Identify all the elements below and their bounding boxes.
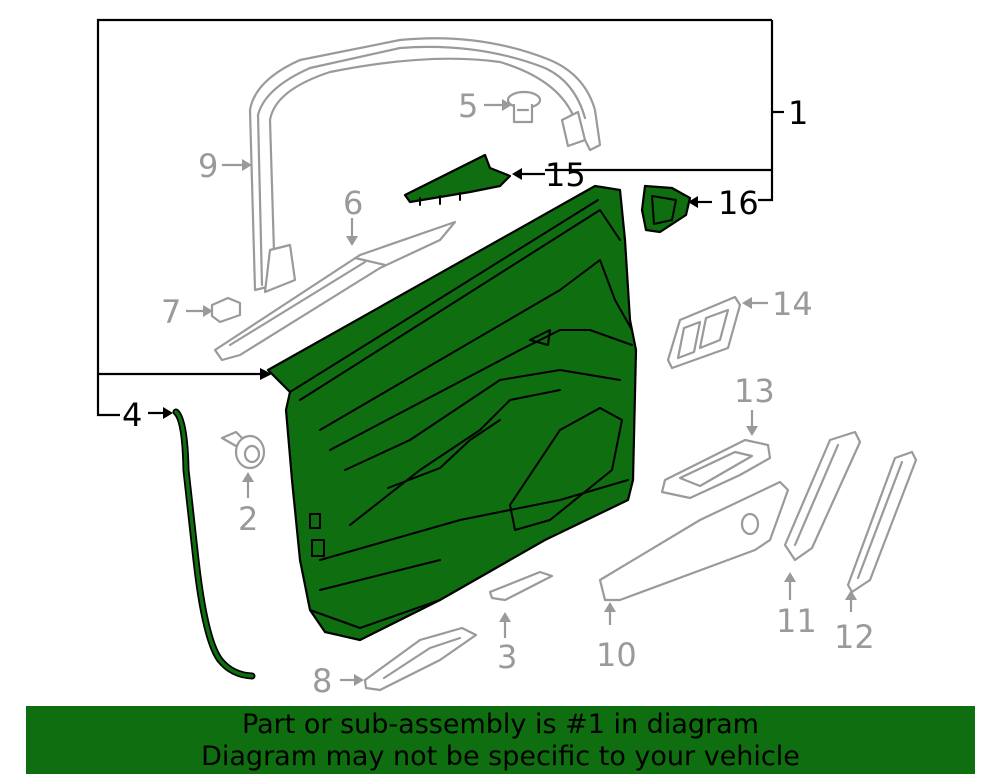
callout-9[interactable]: 9 <box>198 147 218 185</box>
part-10-armrest[interactable] <box>598 480 790 602</box>
callout-6[interactable]: 6 <box>343 184 363 222</box>
callout-14[interactable]: 14 <box>772 285 813 323</box>
leader-lines <box>148 99 857 686</box>
part-15-bracket[interactable] <box>403 153 512 206</box>
callout-5[interactable]: 5 <box>458 87 478 125</box>
part-1-door-trim-panel[interactable] <box>266 184 638 642</box>
part-5-clip[interactable] <box>506 90 542 124</box>
part-3-pad[interactable] <box>488 570 554 602</box>
part-16-mirror-cover[interactable] <box>640 184 692 234</box>
part-14-switch-bezel[interactable] <box>666 295 742 370</box>
callout-13[interactable]: 13 <box>734 372 775 410</box>
part-13-handle-bezel[interactable] <box>660 438 772 500</box>
callout-4[interactable]: 4 <box>122 396 142 434</box>
callout-10[interactable]: 10 <box>596 636 637 674</box>
assembly-bracket <box>96 18 784 417</box>
part-9-frame-molding[interactable] <box>248 37 602 294</box>
callout-12[interactable]: 12 <box>834 618 875 656</box>
part-7-clip[interactable] <box>210 296 242 324</box>
callout-15[interactable]: 15 <box>545 156 586 194</box>
callout-1[interactable]: 1 <box>788 94 808 132</box>
callout-16[interactable]: 16 <box>718 184 759 222</box>
notice-banner: Part or sub-assembly is #1 in diagram Di… <box>26 706 975 774</box>
callout-7[interactable]: 7 <box>161 293 181 331</box>
callout-11[interactable]: 11 <box>776 602 817 640</box>
part-4-seal[interactable] <box>172 408 256 680</box>
part-11-trim-strip[interactable] <box>783 430 862 562</box>
part-12-trim-strip[interactable] <box>846 450 918 594</box>
part-2-fastener[interactable] <box>220 430 266 470</box>
callout-2[interactable]: 2 <box>238 500 258 538</box>
callout-8[interactable]: 8 <box>312 662 332 700</box>
banner-line-2: Diagram may not be specific to your vehi… <box>201 741 800 772</box>
callout-3[interactable]: 3 <box>497 638 517 676</box>
callout-labels: 1 2 3 4 5 6 7 8 9 10 11 12 13 14 15 16 <box>122 87 875 700</box>
part-6-belt-molding[interactable] <box>213 220 457 362</box>
part-8-pull-insert[interactable] <box>363 626 478 692</box>
banner-line-1: Part or sub-assembly is #1 in diagram <box>242 709 759 740</box>
